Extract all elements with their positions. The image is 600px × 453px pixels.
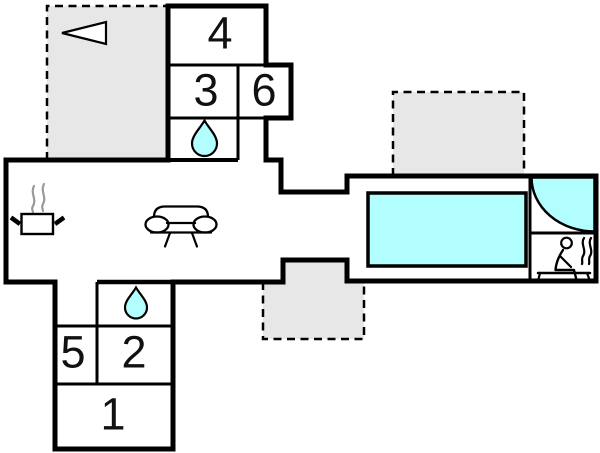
steam-line-2 — [41, 182, 46, 213]
sofa-armrest-left — [144, 215, 170, 234]
water-drop-icon-upper — [190, 118, 219, 158]
interior-walls — [55, 63, 596, 386]
exterior-walls — [3, 3, 599, 452]
terrace-bottom — [261, 262, 366, 341]
entrance-arrow-icon — [61, 20, 108, 46]
sauna-heat-wave-2 — [587, 236, 593, 266]
terrace-top-right-fill — [393, 92, 524, 176]
sauna-person-arm — [559, 255, 573, 269]
room-3-label: 3 — [193, 64, 219, 116]
pot-handles — [9, 215, 66, 226]
terrace-top-left-fill — [47, 6, 168, 160]
room-1-label: 1 — [100, 388, 126, 440]
room-6-label: 6 — [251, 64, 277, 116]
kitchen-pot-icon — [9, 182, 66, 236]
room-2-label: 2 — [121, 326, 147, 378]
terrace-bottom-fill — [263, 262, 364, 339]
corner-shower-icon — [530, 176, 596, 233]
sauna-bench-legs — [536, 271, 592, 283]
sofa-legs — [163, 231, 199, 248]
sofa-icon — [144, 205, 218, 248]
sauna-person-head — [560, 236, 573, 250]
terrace-top-left-dashed-border — [45, 4, 168, 160]
terrace-top-left — [45, 4, 168, 160]
room-5-label: 5 — [60, 326, 86, 378]
terrace-bottom-dashed-border — [261, 282, 366, 341]
pool-icon — [366, 191, 528, 268]
steam-line-1 — [31, 184, 36, 214]
sofa-armrest-right — [192, 215, 218, 234]
sauna-icon — [536, 236, 593, 284]
terrace-top-right — [391, 90, 526, 176]
room-4-label: 4 — [207, 7, 233, 59]
sauna-person-body — [554, 248, 579, 284]
water-drop-icon-lower — [123, 285, 149, 320]
sauna-heat-wave-1 — [580, 236, 586, 266]
terrace-top-right-dashed-border — [391, 90, 526, 176]
pot-body — [20, 212, 55, 236]
